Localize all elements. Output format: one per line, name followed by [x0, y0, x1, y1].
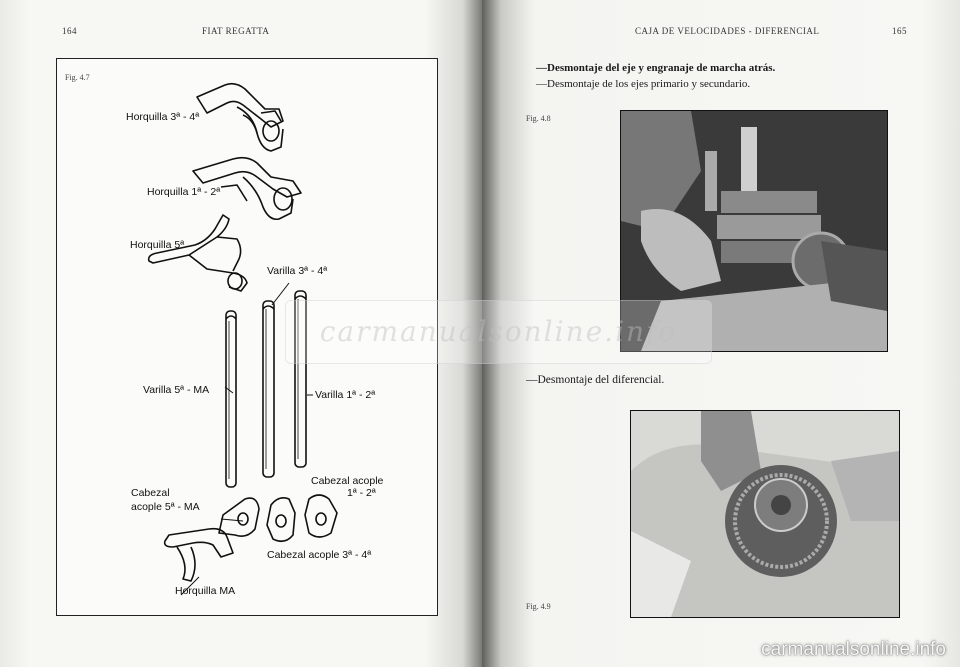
step-reverse-shaft: —Desmontaje del eje y engranaje de march… [536, 62, 776, 74]
photo-gearbox-shafts [620, 110, 888, 352]
step-differential: —Desmontaje del diferencial. [526, 374, 665, 386]
page-number-right: 165 [892, 26, 907, 36]
label-head-1-2-line1: Cabezal acople [311, 475, 384, 487]
figure-4-7-frame: Fig. 4.7 [56, 58, 438, 616]
figure-4-9-label: Fig. 4.9 [526, 602, 551, 611]
left-page: 164 FIAT REGATTA Fig. 4.7 [0, 0, 482, 667]
shift-forks-diagram [147, 82, 338, 596]
fork-ma-drawing [163, 527, 234, 582]
leader-lines [180, 282, 313, 596]
label-fork-ma: Horquilla MA [175, 585, 236, 597]
label-rod-3-4: Varilla 3ª - 4ª [267, 265, 328, 277]
photo-differential [630, 410, 900, 618]
running-header-left: FIAT REGATTA [202, 26, 270, 36]
fork-5-drawing [147, 214, 248, 292]
label-head-1-2-line2: 1ª - 2ª [347, 487, 376, 499]
label-head-3-4: Cabezal acople 3ª - 4ª [267, 549, 372, 561]
label-fork-5: Horquilla 5ª [130, 239, 185, 251]
label-head-5-line1: Cabezal [131, 487, 170, 499]
fork-1-2-drawing [192, 156, 302, 221]
step-primary-secondary: —Desmontaje de los ejes primario y secun… [536, 78, 751, 90]
page-number-left: 164 [62, 26, 77, 36]
running-header-right: CAJA DE VELOCIDADES - DIFERENCIAL [635, 26, 820, 36]
watermark-text: carmanualsonline.info [319, 315, 678, 348]
watermark-box: carmanualsonline.info [285, 300, 712, 364]
coupling-heads-drawing [218, 494, 338, 543]
label-fork-1-2: Horquilla 1ª - 2ª [147, 186, 221, 198]
site-watermark: carmanualsonline.info [761, 639, 946, 660]
label-head-5-line2: acople 5ª - MA [131, 501, 200, 513]
label-rod-5-ma: Varilla 5ª - MA [143, 384, 210, 396]
figure-label: Fig. 4.7 [65, 73, 90, 82]
label-rod-1-2: Varilla 1ª - 2ª [315, 389, 376, 401]
fork-3-4-drawing [196, 82, 284, 152]
right-page: CAJA DE VELOCIDADES - DIFERENCIAL 165 —D… [482, 0, 960, 667]
selector-rods-drawing [225, 290, 307, 488]
label-fork-3-4: Horquilla 3ª - 4ª [126, 111, 200, 123]
figure-4-8-label: Fig. 4.8 [526, 114, 551, 123]
